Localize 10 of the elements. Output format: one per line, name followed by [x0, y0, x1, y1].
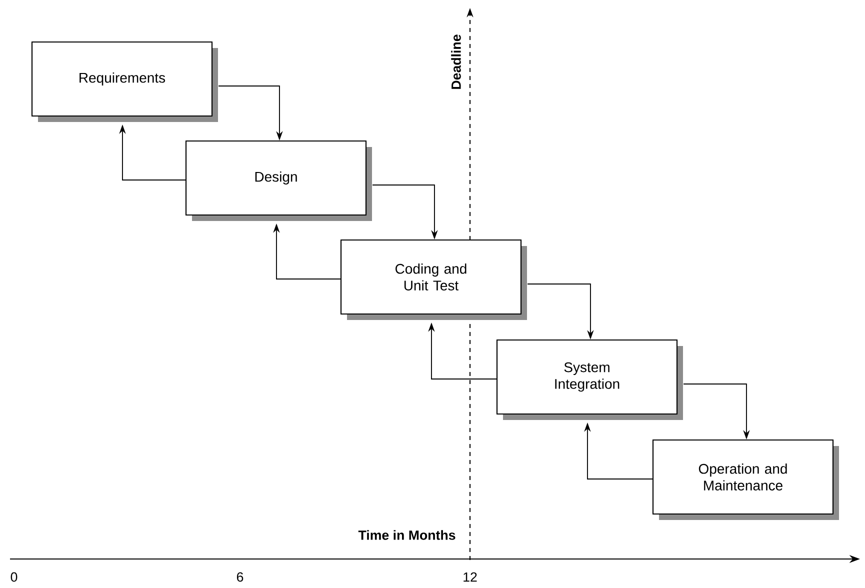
- process-box: Design: [185, 140, 372, 221]
- tick-label: 0: [10, 572, 18, 582]
- process-box: Operation and Maintenance: [652, 439, 839, 520]
- tick-label: 12: [464, 572, 477, 582]
- tick-label: 6: [236, 572, 244, 582]
- axis-title: Time in Months: [358, 530, 456, 540]
- deadline-label: Deadline: [451, 34, 461, 89]
- process-box: Coding and Unit Test: [340, 239, 527, 320]
- process-box: System Integration: [496, 339, 683, 420]
- process-box: Requirements: [31, 41, 218, 122]
